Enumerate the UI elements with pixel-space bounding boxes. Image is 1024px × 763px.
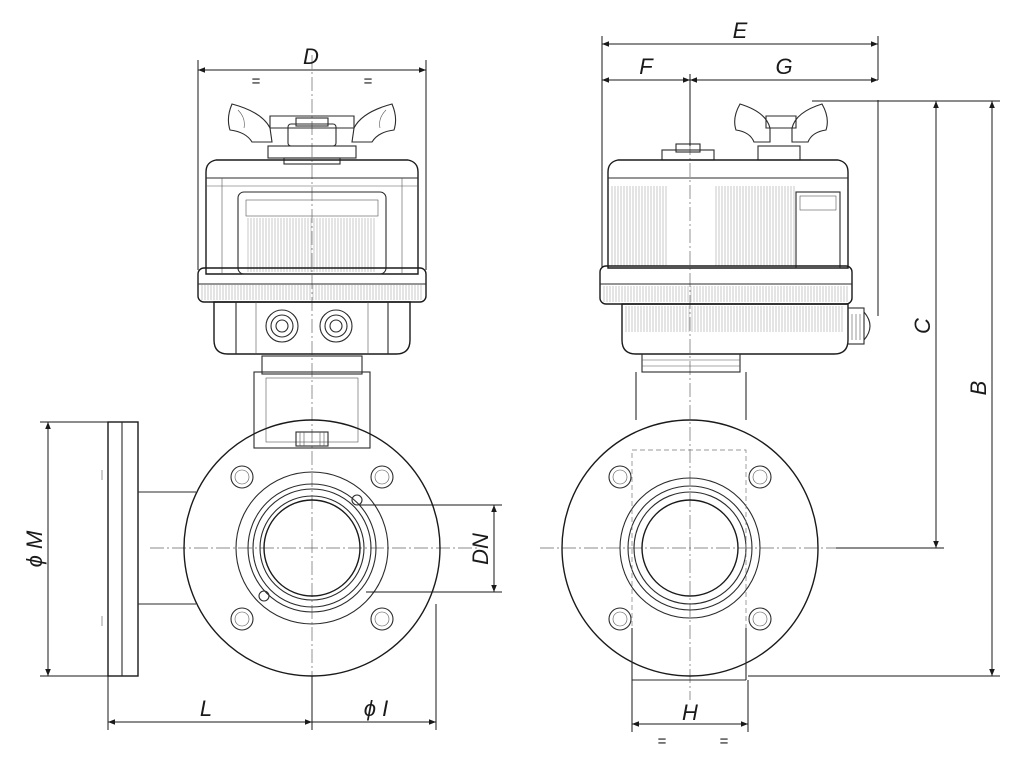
handwheel [227,103,397,165]
label-f: F [639,54,654,79]
label-c: C [910,318,935,334]
actuator-base-side [621,303,871,355]
bolt-hole-side-bl [608,607,632,631]
collar-knurl-side [603,286,848,302]
mounting-bracket-side [635,353,747,420]
bolt-hole-side-br [748,607,772,631]
flange-side [561,419,819,681]
label-g: G [775,54,792,79]
label-m: ϕ M [22,530,47,567]
label-e: E [733,18,748,43]
equal-mark-h-right: = [720,733,729,750]
dimension-lines [40,36,1000,732]
actuator-base [213,301,411,355]
label-b: B [966,381,991,396]
bolt-hole-side-tr [748,465,772,489]
handwheel-side [661,103,828,161]
actuator-cover-side [607,159,849,269]
label-l: L [200,696,212,721]
cable-gland-right [319,309,353,343]
bolt-hole-side-tl [608,465,632,489]
flange-front [183,419,441,677]
actuator-cover [205,159,419,275]
label-i: ϕ I [364,696,388,721]
side-view [540,75,871,700]
side-body [101,421,196,677]
collar-knurl [201,285,422,300]
front-view [101,55,480,705]
cable-gland-side [847,307,871,345]
mounting-bracket [253,355,371,449]
label-d: D [303,44,319,69]
actuator-collar-side [599,265,853,305]
equal-mark-d-left: = [252,73,261,90]
cable-gland-left [265,309,299,343]
label-dn: DN [468,533,493,565]
cooling-fins [247,218,375,272]
dimension-labels: D = = E F G C B DN ϕ M L ϕ I H = = [22,18,991,750]
bolt-hole-tl [230,465,254,489]
bolt-hole-bl [230,607,254,631]
bolt-hole-tr [370,465,394,489]
cooling-fins-side [611,186,795,266]
bolt-hole-br [370,607,394,631]
equal-mark-h-left: = [658,733,667,750]
label-h: H [682,700,698,725]
base-knurl [625,306,843,332]
equal-mark-d-right: = [364,73,373,90]
